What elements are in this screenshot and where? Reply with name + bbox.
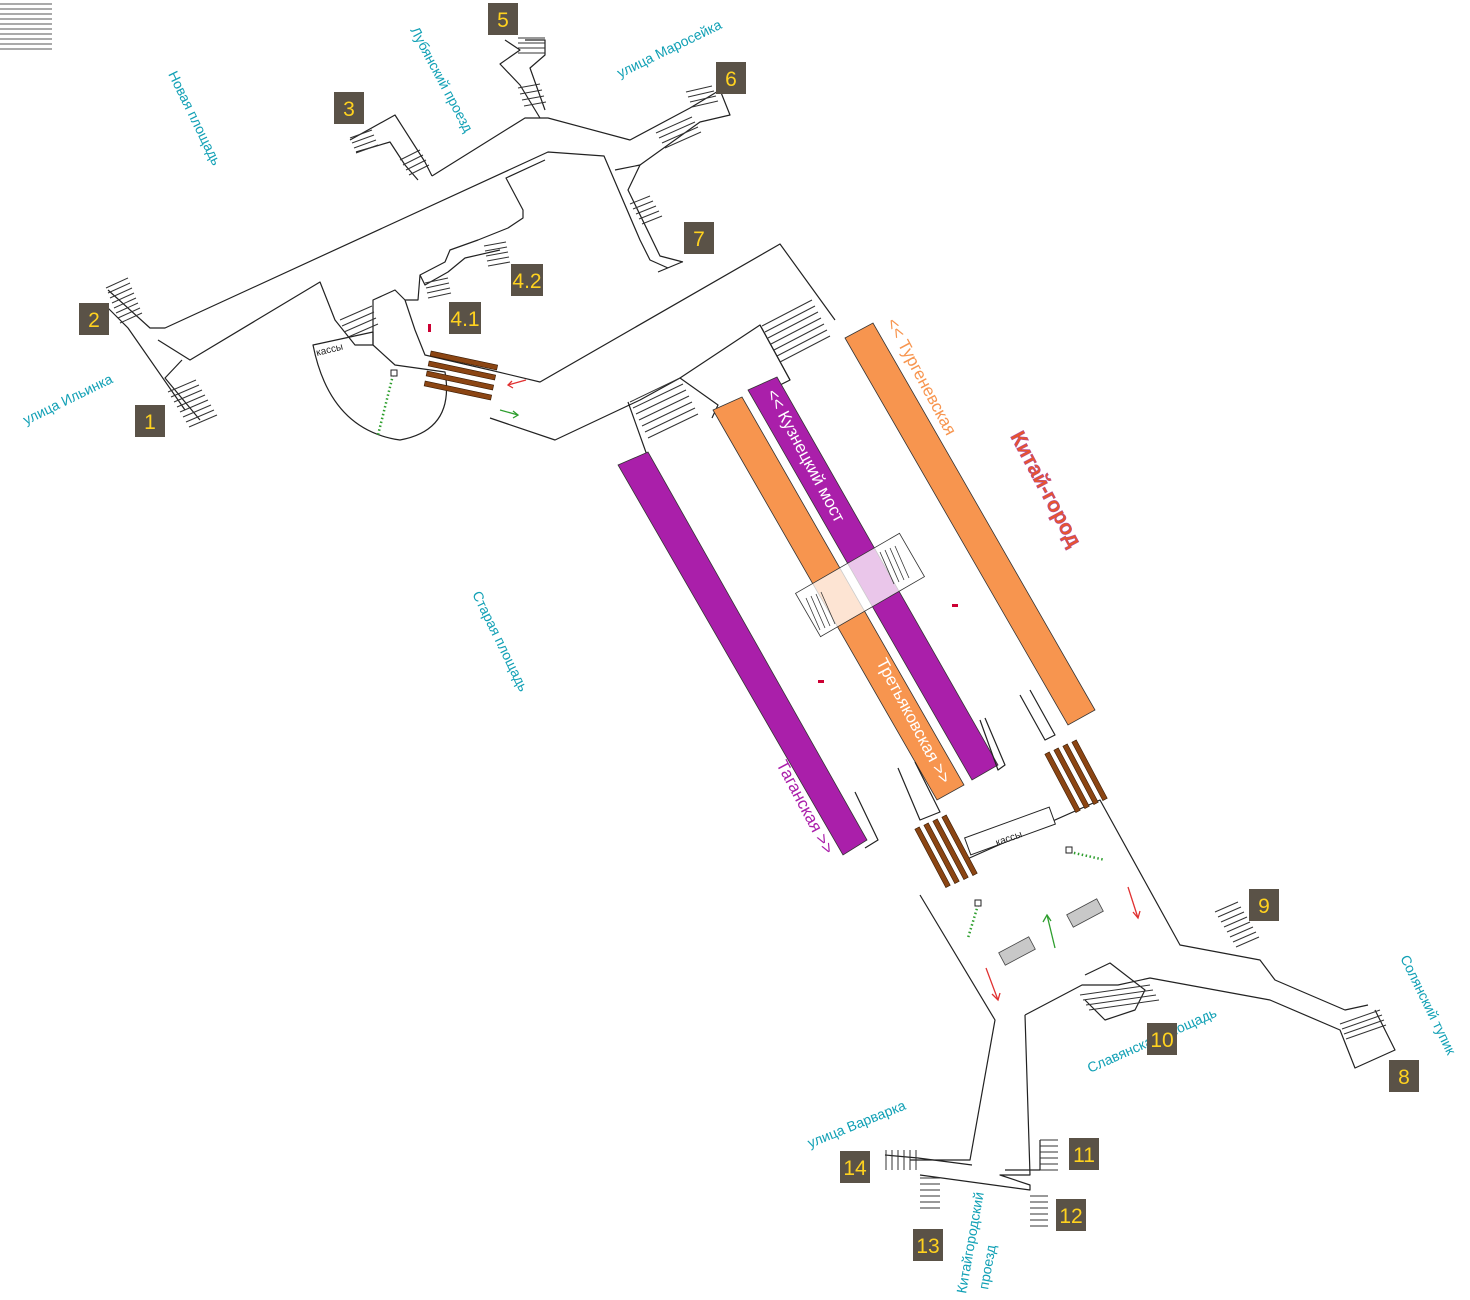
- exit-14-label: 14: [843, 1157, 867, 1180]
- label-ulitsa-maroseyka: улица Маросейка: [614, 16, 724, 81]
- exit-6[interactable]: 6: [716, 62, 746, 94]
- exit-3-label: 3: [343, 98, 355, 121]
- exit-4-1-label: 4.1: [450, 308, 479, 331]
- exit-1-label: 1: [144, 411, 156, 434]
- exit-8-label: 8: [1398, 1066, 1410, 1089]
- exit-3[interactable]: 3: [334, 92, 364, 124]
- exit-labels: 1 2 3 4.1 4.2 5 6 7 8 9 10 11 12 13 14: [79, 3, 1419, 1261]
- platforms: [617, 322, 1096, 856]
- exit-5[interactable]: 5: [488, 3, 518, 35]
- exit-10-label: 10: [1150, 1029, 1173, 1052]
- guide-boxes: [390, 369, 1073, 907]
- exit-9-label: 9: [1258, 895, 1270, 918]
- exit-12[interactable]: 12: [1056, 1199, 1086, 1231]
- escalators-north: [423, 350, 499, 401]
- label-staraya-ploshchad: Старая площадь: [469, 588, 531, 694]
- turnstile-right: [1066, 898, 1104, 928]
- exit-2[interactable]: 2: [79, 303, 109, 335]
- exit-4-2[interactable]: 4.2: [511, 264, 543, 296]
- label-kitaygorodsky-proezd-2: проезд: [975, 1244, 999, 1291]
- station-name: Китай-город: [1006, 428, 1086, 551]
- exit-14[interactable]: 14: [840, 1151, 870, 1183]
- exit-8[interactable]: 8: [1389, 1060, 1419, 1092]
- markers: [428, 324, 958, 683]
- stairs-north: [105, 37, 831, 439]
- exit-11-label: 11: [1073, 1144, 1095, 1167]
- exit-9[interactable]: 9: [1249, 889, 1279, 921]
- exit-5-label: 5: [497, 9, 509, 32]
- exit-6-label: 6: [725, 68, 737, 91]
- arrows: [499, 379, 1141, 1002]
- exit-4-2-label: 4.2: [512, 270, 541, 293]
- exit-1[interactable]: 1: [135, 405, 165, 437]
- dotted-guides: [376, 374, 1106, 939]
- exit-13[interactable]: 13: [913, 1229, 943, 1261]
- label-ulitsa-ilyinka: улица Ильинка: [20, 370, 115, 427]
- exit-11[interactable]: 11: [1069, 1138, 1099, 1170]
- south-passages: [854, 689, 1396, 1191]
- exit-10[interactable]: 10: [1147, 1023, 1177, 1055]
- exit-12-label: 12: [1059, 1205, 1082, 1228]
- exit-7[interactable]: 7: [684, 222, 714, 254]
- north-passages: [105, 39, 836, 459]
- label-ulitsa-varvarka: улица Варварка: [805, 1097, 908, 1151]
- corner-hatch: [0, 3, 52, 50]
- turnstile-left: [998, 936, 1036, 966]
- exit-4-1[interactable]: 4.1: [449, 302, 481, 334]
- cross-bridge: [794, 532, 926, 638]
- exit-7-label: 7: [693, 228, 705, 251]
- label-solyansky-tupik: Солянский тупик: [1397, 952, 1459, 1058]
- stairs-south: [885, 901, 1387, 1227]
- exit-13-label: 13: [916, 1235, 939, 1258]
- exit-2-label: 2: [88, 309, 100, 332]
- platform-taganskaya: [617, 451, 868, 856]
- escalators-south: [914, 739, 1108, 888]
- bridge-stairs: [805, 545, 910, 631]
- label-lubyansky-proezd: Лубянский проезд: [407, 24, 476, 135]
- platform-turgenevskaya: [844, 322, 1096, 726]
- label-novaya-ploshchad: Новая площадь: [165, 68, 224, 168]
